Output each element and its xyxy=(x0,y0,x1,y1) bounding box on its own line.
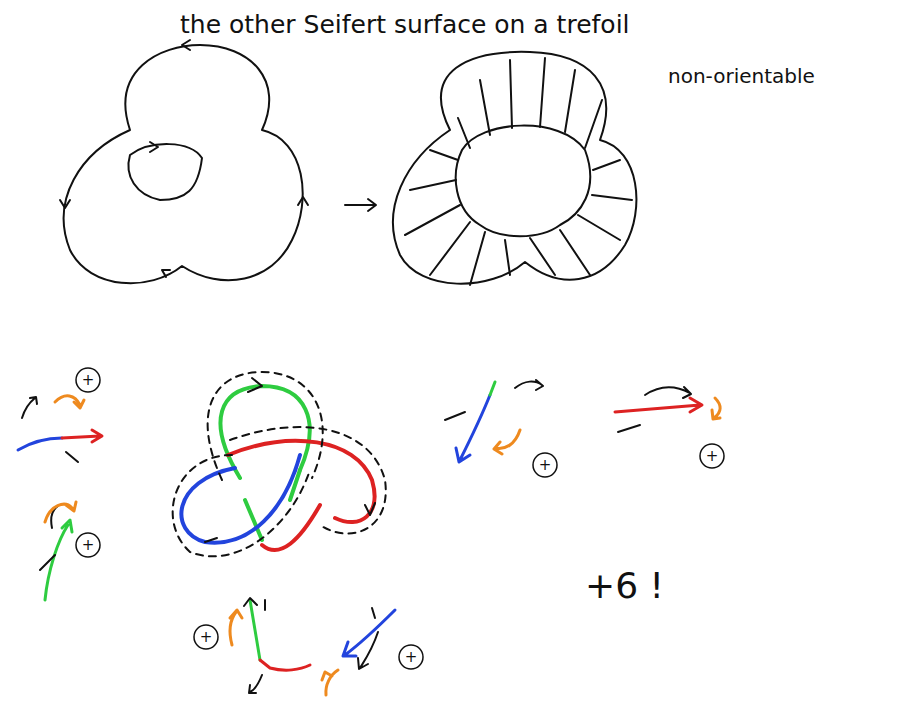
trefoil-knot xyxy=(60,40,308,283)
sign-plus: + xyxy=(701,445,723,467)
sign-plus: + xyxy=(77,369,99,391)
dashed-regions xyxy=(173,372,386,556)
circled-plus-rings xyxy=(76,368,724,669)
sign-plus: + xyxy=(400,646,422,668)
nonorientable-surface xyxy=(393,52,636,285)
total: +6 ! xyxy=(585,565,664,606)
title: the other Seifert surface on a trefoil xyxy=(180,10,630,39)
sign-plus: + xyxy=(195,626,217,648)
note: non-orientable xyxy=(668,64,815,88)
sign-plus: + xyxy=(77,534,99,556)
arrow xyxy=(345,199,376,211)
crossing-sketches xyxy=(18,380,720,695)
sign-plus: + xyxy=(534,454,556,476)
